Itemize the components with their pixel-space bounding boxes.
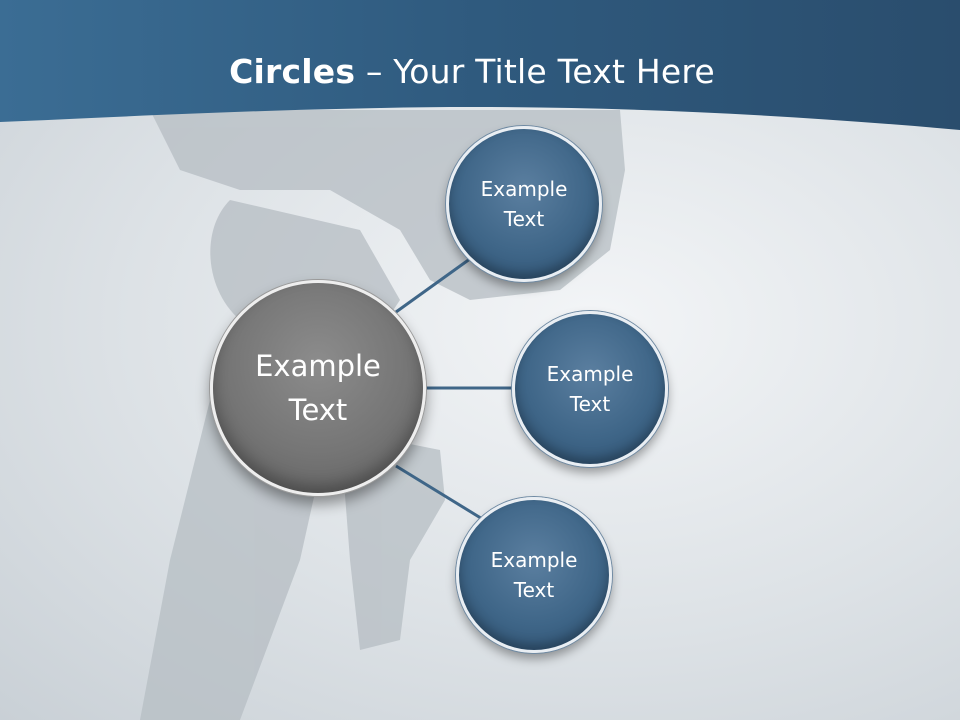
connector-bottom [395, 464, 485, 522]
title-rest: – Your Title Text Here [355, 52, 715, 91]
center-circle: Example Text [210, 280, 426, 496]
title-bold: Circles [229, 52, 356, 91]
header-band [0, 0, 960, 130]
satellite-circle-label: Example Text [490, 548, 578, 602]
satellite-circle-label: Example Text [480, 177, 568, 231]
satellite-circle-top: Example Text [446, 126, 602, 282]
page-title: Circles – Your Title Text Here [0, 52, 944, 91]
center-circle-label: Example Text [255, 349, 381, 427]
connector-top [395, 254, 475, 314]
satellite-circle-bottom: Example Text [456, 497, 612, 653]
satellite-circle-middle: Example Text [512, 311, 668, 467]
satellite-circle-label: Example Text [546, 362, 634, 416]
